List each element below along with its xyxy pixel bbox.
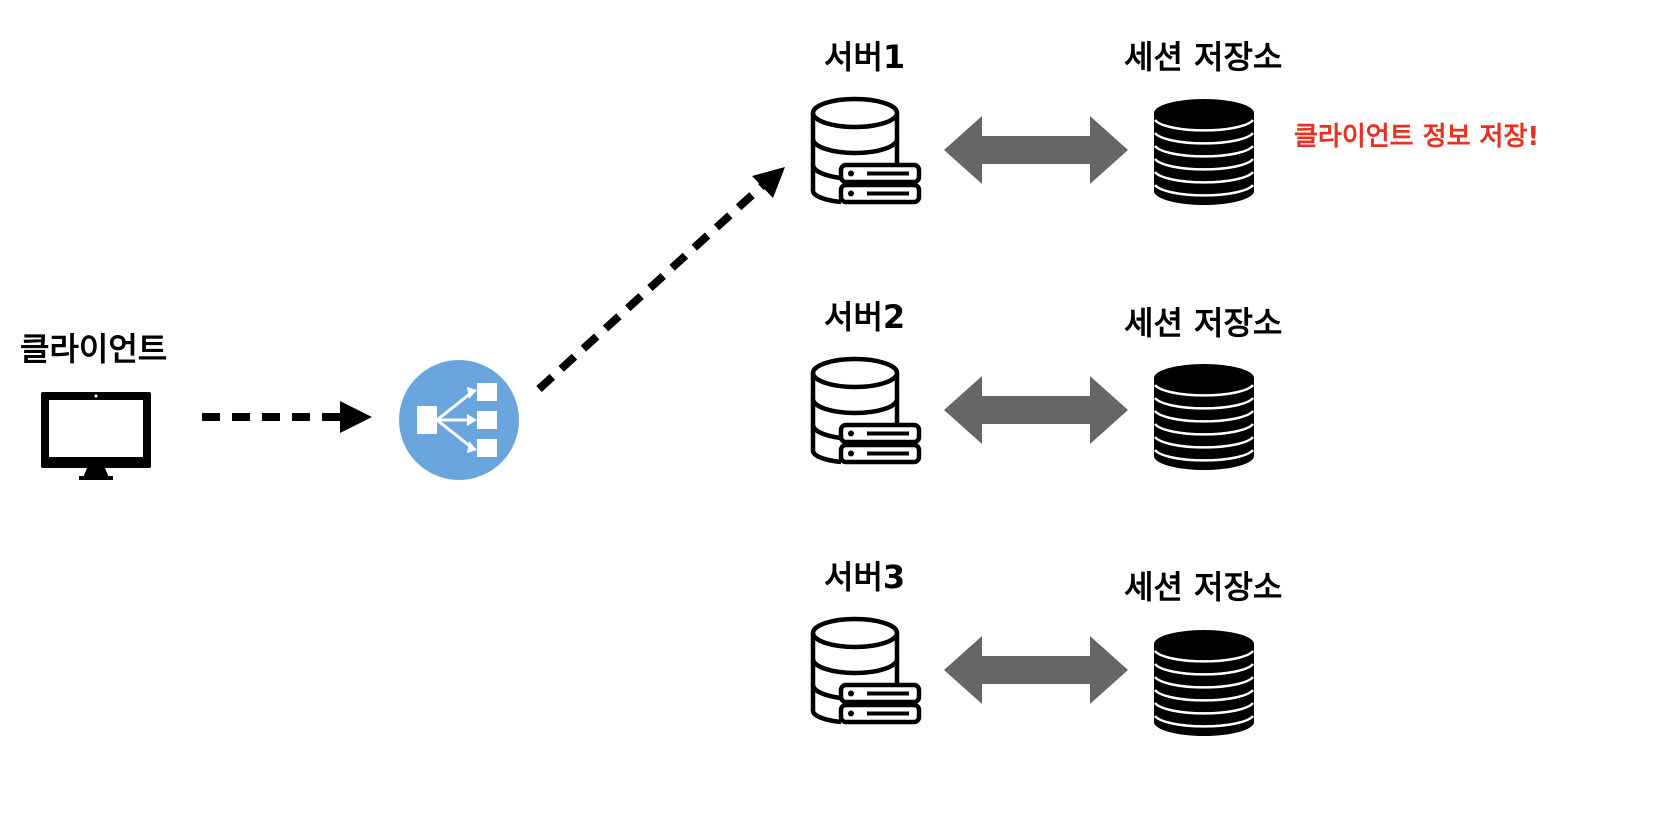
session-store-icon-2 <box>1152 362 1256 472</box>
server-label-2: 서버2 <box>824 298 906 336</box>
session-store-label-2: 세션 저장소 <box>1124 304 1283 342</box>
bidirectional-arrow-icon-2 <box>944 376 1128 444</box>
client-to-lb-arrow <box>202 401 372 433</box>
server-icon-2 <box>813 359 919 462</box>
server-label-1: 서버1 <box>824 38 906 76</box>
monitor-icon <box>41 392 151 480</box>
load-balancer-icon <box>399 360 519 480</box>
bidirectional-arrow-icon-1 <box>944 116 1128 184</box>
session-store-icon-1 <box>1152 97 1256 207</box>
client-info-note: 클라이언트 정보 저장! <box>1294 122 1540 152</box>
server-icon-1 <box>813 99 919 202</box>
bidirectional-arrow-icon-3 <box>944 636 1128 704</box>
server-label-3: 서버3 <box>824 558 906 596</box>
session-store-label-3: 세션 저장소 <box>1124 568 1283 606</box>
session-store-icon-3 <box>1152 628 1256 738</box>
server-icon-3 <box>813 619 919 722</box>
session-store-label-1: 세션 저장소 <box>1124 38 1283 76</box>
lb-to-server1-arrow <box>536 167 785 392</box>
client-label: 클라이언트 <box>20 330 168 368</box>
